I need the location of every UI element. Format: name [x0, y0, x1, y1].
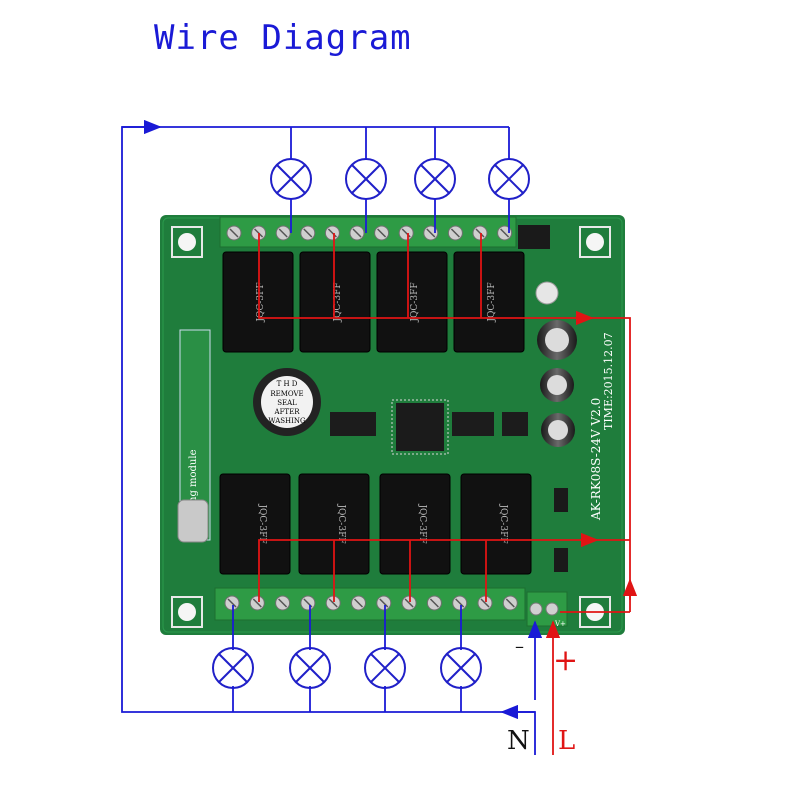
terminal-screw [452, 595, 468, 611]
relay-label: JQC-3FF [417, 503, 427, 543]
microcontroller-chip [391, 399, 449, 455]
power-terminal: V+ [526, 591, 568, 628]
relay-label: JQC-3FF [487, 282, 497, 322]
buzzer: T H D REMOVE SEAL AFTER WASHING [253, 368, 321, 436]
lamp [345, 158, 387, 200]
lamp [289, 647, 331, 689]
relay-group: JQC-3FF JQC-3FF JQC-3FF JQC-3FF JQC-3FF JQC-3… [219, 251, 532, 575]
terminal-screw [249, 595, 265, 611]
relay: JQC-3FF [219, 473, 291, 575]
terminal-screw [275, 225, 291, 241]
bottom-terminal-block [214, 587, 544, 621]
ic-chip [330, 412, 528, 436]
relay-label: JQC-3FF [257, 503, 267, 543]
terminal-screw [447, 225, 463, 241]
relay: JQC-3FF [222, 251, 294, 353]
receiver-module: Receiving module [177, 329, 211, 543]
terminal-screw [300, 225, 316, 241]
terminal-screw [226, 225, 242, 241]
relay: JQC-3FF [299, 251, 371, 353]
capacitor [540, 368, 574, 402]
board-date-text: TIME:2015.12.07 [602, 332, 615, 430]
relay-label: JQC-3FF [256, 282, 266, 322]
lamp [414, 158, 456, 200]
relay-label: JQC-3FF [410, 282, 420, 322]
lamp [212, 647, 254, 689]
lamp [440, 647, 482, 689]
buzzer-text-5: WASHING [268, 417, 306, 425]
receiving-module-label: Receiving module [188, 449, 199, 540]
capacitor [537, 320, 577, 360]
top-terminal-block [219, 216, 517, 248]
relay: JQC-3FF [460, 473, 532, 575]
terminal-screw [398, 225, 414, 241]
terminal-screw [275, 595, 291, 611]
live-wiring [258, 233, 638, 755]
relay-label: JQC-3FF [333, 282, 343, 322]
capacitor [541, 413, 575, 447]
relay-label: JQC-3FF [498, 503, 508, 543]
terminal-screw [224, 595, 240, 611]
terminal-screw [472, 225, 488, 241]
lamp [270, 158, 312, 200]
terminal-screw [349, 225, 365, 241]
plus-label: + [553, 643, 578, 678]
relay: JQC-3FF [376, 251, 448, 353]
relay: JQC-3FF [379, 473, 451, 575]
terminal-screw [351, 595, 366, 611]
terminal-screw [477, 595, 493, 611]
neutral-wiring [121, 119, 543, 755]
diagram-title: Wire Diagram [154, 18, 412, 58]
terminal-screw [374, 225, 390, 241]
terminal-screw [376, 595, 392, 611]
buzzer-text-1: T H D [277, 380, 298, 388]
jumper-header [518, 225, 550, 249]
mounting-hole [579, 226, 611, 258]
mounting-hole [171, 596, 203, 628]
sensor [535, 281, 559, 305]
terminal-screw [502, 595, 518, 611]
terminal-screw [324, 225, 340, 241]
relay: JQC-3FF [453, 251, 525, 353]
relay-label: JQC-3FF [336, 503, 346, 543]
terminal-screw [300, 595, 316, 611]
buzzer-text-3: SEAL [277, 399, 297, 407]
lamp [364, 647, 406, 689]
neutral-label: N [507, 726, 530, 756]
top-lamp-group [270, 158, 530, 200]
board-model-text: AK-RK08S-24V V2.0 [589, 398, 603, 521]
buzzer-text-4: AFTER [274, 408, 301, 416]
buzzer-text-2: REMOVE [270, 390, 303, 398]
terminal-screw [401, 595, 417, 611]
terminal-v-plus-label: V+ [554, 620, 566, 628]
minus-label: – [515, 636, 524, 657]
terminal-screw [423, 225, 439, 241]
diode [554, 488, 568, 572]
live-label: L [558, 726, 575, 756]
lamp [488, 158, 530, 200]
terminal-screw [426, 595, 442, 611]
mounting-hole [171, 226, 203, 258]
bottom-lamp-group [212, 647, 482, 689]
